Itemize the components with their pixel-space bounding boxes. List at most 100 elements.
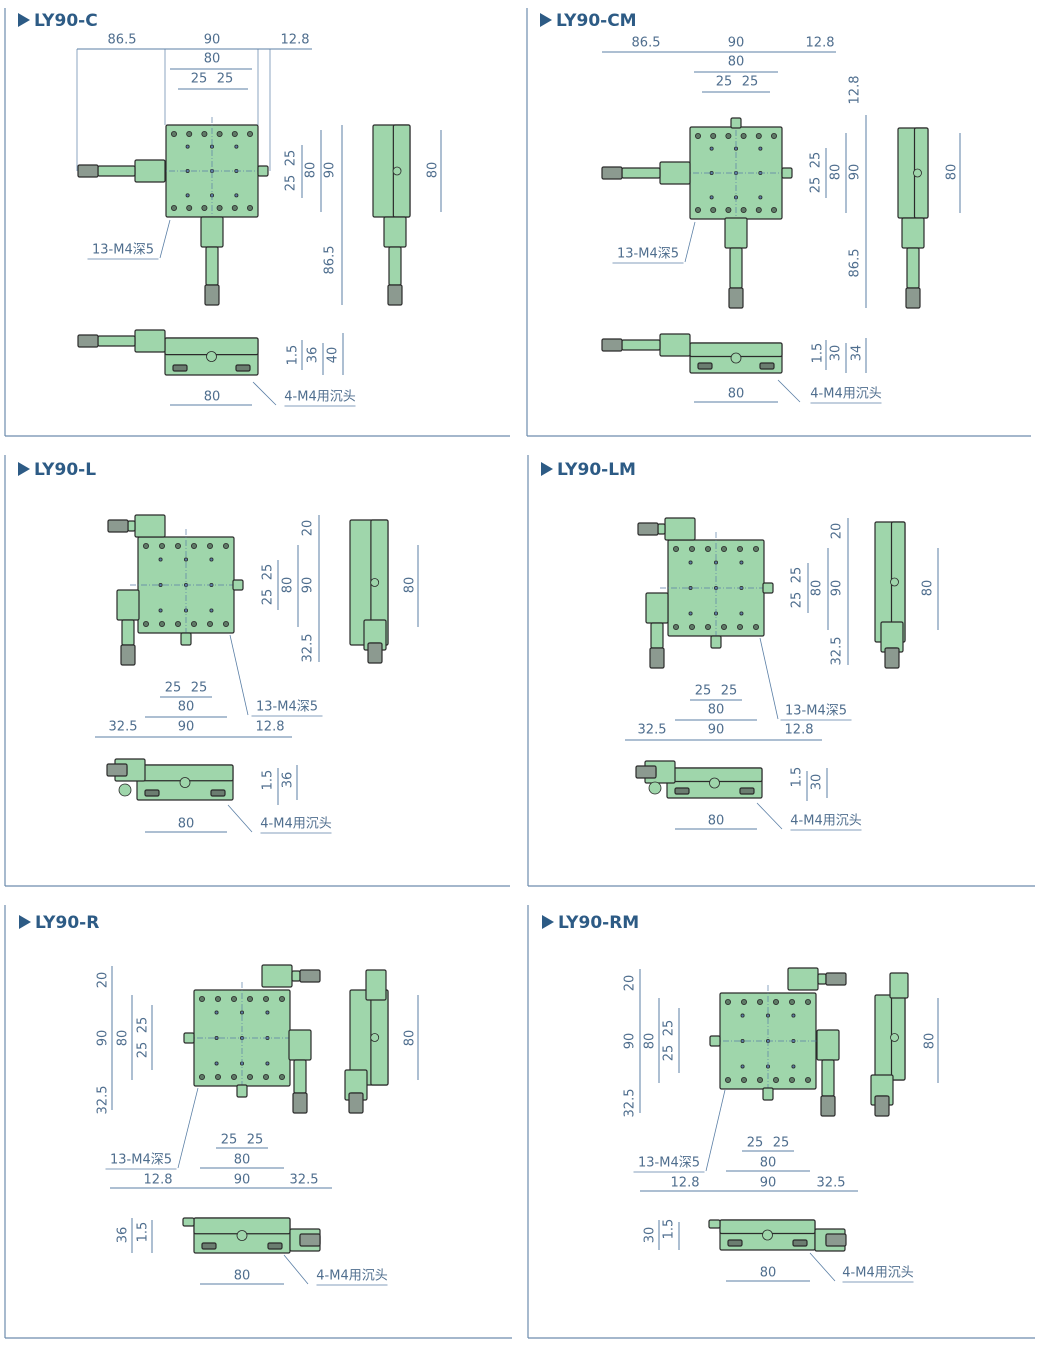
micrometer-block <box>901 217 925 249</box>
dimension-label: 1.5 <box>661 1218 677 1240</box>
mounting-hole <box>222 621 229 628</box>
threaded-hole <box>158 608 163 613</box>
dimension-label: 12.8 <box>280 32 310 48</box>
side-view-knob <box>890 1033 899 1042</box>
threaded-hole <box>709 170 714 175</box>
mounting-hole <box>201 130 208 137</box>
micrometer-knurl-icon <box>367 642 383 664</box>
mounting-hole <box>771 206 778 213</box>
micrometer-knurl-icon <box>601 338 623 352</box>
leader-line <box>684 221 696 263</box>
dimension-label: 25 <box>190 71 208 87</box>
dimension-label: 25 <box>808 176 824 194</box>
side-view-knob <box>370 1033 380 1042</box>
dimension-label: 32.5 <box>637 722 667 738</box>
dimension-label: 25 <box>246 1132 264 1148</box>
mounting-hole <box>757 1077 764 1084</box>
mounting-hole <box>740 132 747 139</box>
dimension-label: 80 <box>233 1152 251 1168</box>
mounting-hole <box>741 999 748 1006</box>
adjust-knob <box>762 582 774 594</box>
countersink-note: 4-M4用沉头 <box>842 1265 914 1281</box>
micrometer-knurl-icon <box>292 1092 308 1114</box>
mounting-hole <box>158 543 165 550</box>
title-text: LY90-C <box>34 11 98 31</box>
front-view-slot <box>739 787 755 795</box>
micrometer-knurl-icon <box>348 1092 364 1114</box>
mounting-hole <box>710 132 717 139</box>
dimension-label: 90 <box>300 576 316 594</box>
mounting-hole <box>741 1077 748 1084</box>
front-view-screw <box>206 351 217 362</box>
dimension-label: 40 <box>325 346 341 364</box>
mounting-hole <box>725 132 732 139</box>
dimension-label: 1.5 <box>789 766 805 788</box>
front-view-screw <box>730 352 742 364</box>
countersink-note: 4-M4用沉头 <box>284 389 356 405</box>
mounting-hole <box>158 621 165 628</box>
mounting-hole <box>142 621 149 628</box>
dimension-label: 25 <box>135 1041 151 1059</box>
threaded-hole <box>214 1061 219 1066</box>
threaded-hole <box>739 560 744 565</box>
micrometer-block <box>261 964 293 988</box>
micrometer-shaft <box>657 523 666 535</box>
micrometer-knurl-icon <box>299 969 321 983</box>
mounting-hole <box>262 996 269 1003</box>
panel-title-ly90-c: LY90-C <box>18 11 98 31</box>
threaded-hole <box>209 557 214 562</box>
leader-line <box>177 1087 199 1169</box>
dimension-label: 32.5 <box>289 1172 319 1188</box>
mounting-hole <box>246 1074 253 1081</box>
dimension-label: 25 <box>808 151 824 169</box>
mounting-hole <box>216 130 223 137</box>
micrometer-shaft <box>621 339 661 351</box>
mounting-hole <box>725 206 732 213</box>
dimension-label: 36 <box>115 1226 131 1244</box>
front-view-knob <box>118 783 132 797</box>
mounting-hole <box>710 206 717 213</box>
mounting-hole <box>755 206 762 213</box>
threaded-hole <box>265 1061 270 1066</box>
thread-hole-note: 13-M4深5 <box>256 699 318 715</box>
mounting-hole <box>789 999 796 1006</box>
micrometer-knurl-icon <box>884 647 900 669</box>
threaded-hole <box>234 144 239 149</box>
dimension-label: 32.5 <box>108 719 138 735</box>
mounting-hole <box>230 1074 237 1081</box>
leader-line <box>756 802 783 830</box>
dimension-label: 32.5 <box>95 1085 111 1115</box>
front-view-screw <box>179 777 191 788</box>
dimension-label: 36 <box>280 771 296 789</box>
micrometer-shaft <box>121 619 135 646</box>
mounting-hole <box>755 132 762 139</box>
micrometer-knurl-icon <box>820 1095 836 1117</box>
countersink-note: 4-M4用沉头 <box>316 1268 388 1284</box>
dimension-label: 80 <box>642 1032 658 1050</box>
threaded-hole <box>739 611 744 616</box>
dimension-label: 86.5 <box>847 248 863 278</box>
mounting-hole <box>805 1077 812 1084</box>
dimension-label: 80 <box>425 161 441 179</box>
countersink-note: 4-M4用沉头 <box>260 816 332 832</box>
mounting-hole <box>142 543 149 550</box>
threaded-hole <box>734 146 739 151</box>
mounting-hole <box>246 204 253 211</box>
mounting-hole <box>170 130 177 137</box>
micrometer-knurl-icon <box>649 647 665 669</box>
side-view-knob <box>890 577 899 587</box>
micrometer-shaft <box>293 1059 307 1094</box>
dimension-label: 86.5 <box>107 32 137 48</box>
mounting-hole <box>753 624 760 631</box>
countersink-note: 4-M4用沉头 <box>810 386 882 402</box>
dimension-label: 30 <box>642 1226 658 1244</box>
threaded-hole <box>234 193 239 198</box>
dimension-label: 12.8 <box>805 35 835 51</box>
front-view-slot <box>727 1239 743 1247</box>
dimension-label: 20 <box>95 971 111 989</box>
dimension-label: 90 <box>203 32 221 48</box>
micrometer-block <box>383 216 407 248</box>
threaded-hole <box>185 144 190 149</box>
mounting-hole <box>186 130 193 137</box>
dimension-label: 12.8 <box>255 719 285 735</box>
